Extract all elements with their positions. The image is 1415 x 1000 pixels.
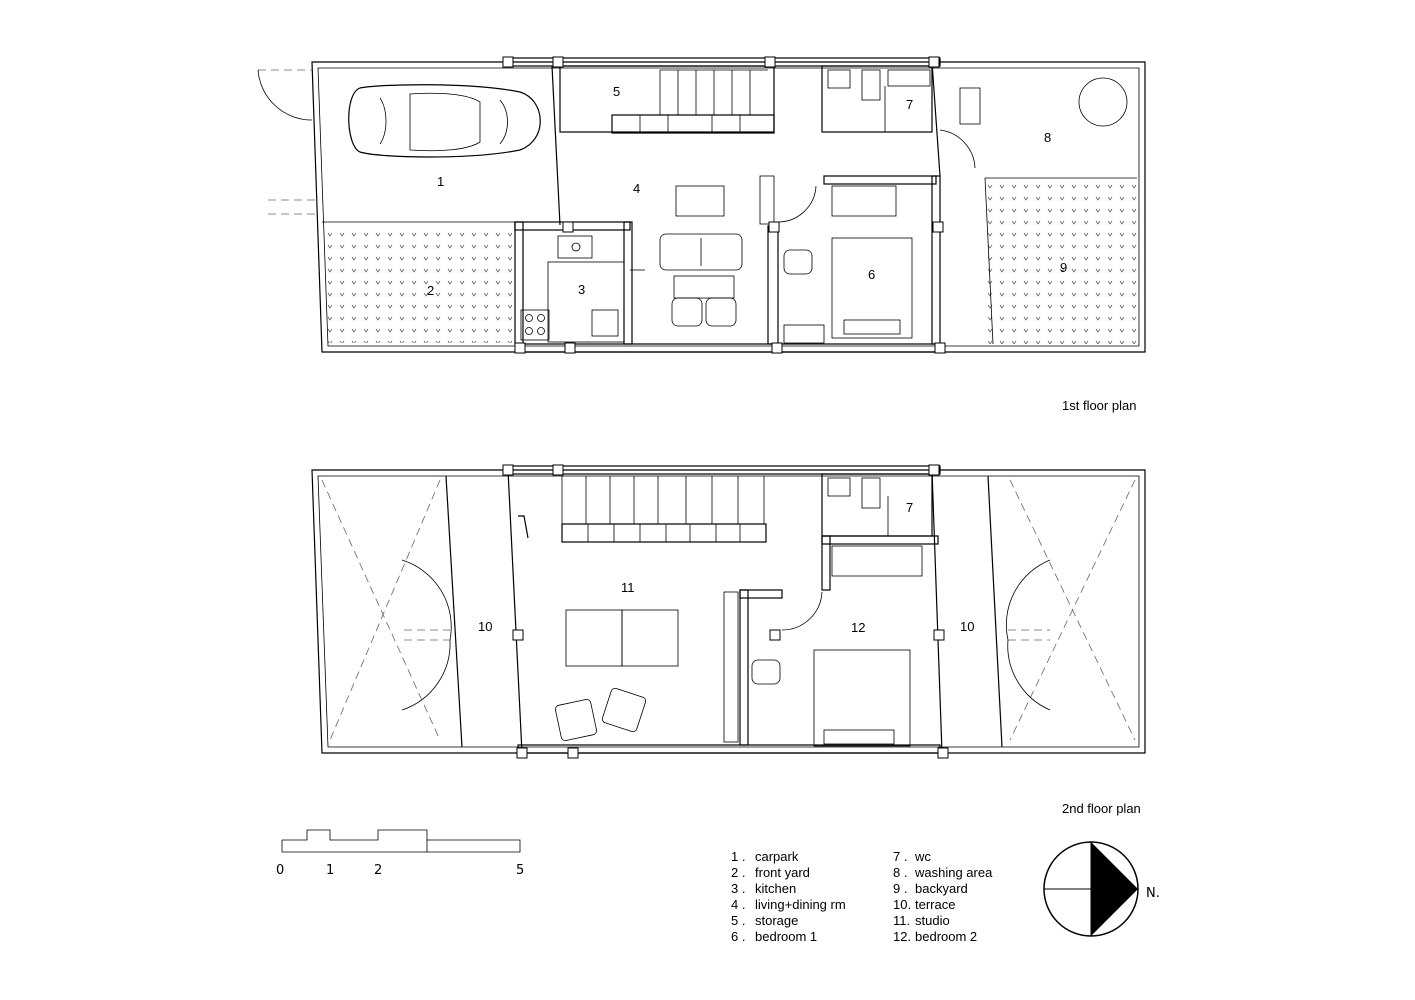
room-label-10-front: 10	[478, 619, 492, 634]
legend-num-10: 10.	[893, 897, 911, 912]
second-floor-caption: 2nd floor plan	[1062, 801, 1141, 816]
room-label-12: 12	[851, 620, 865, 635]
first-floor-caption: 1st floor plan	[1062, 398, 1136, 413]
scale-tick-0: 0	[276, 863, 284, 878]
first-floor-plan: 1 2 3 4 5 6 7 8 9 1st floor plan	[257, 56, 1146, 413]
room-label-3: 3	[578, 282, 585, 297]
legend-label-7: wc	[914, 849, 931, 864]
legend-num-6: 6 .	[731, 929, 745, 944]
room-label-9: 9	[1060, 260, 1067, 275]
room-label-2: 2	[427, 283, 434, 298]
legend-num-8: 8 .	[893, 865, 907, 880]
north-arrow-icon: N.	[1043, 841, 1160, 937]
legend-label-10: terrace	[915, 897, 955, 912]
columns-floor-2	[502, 464, 949, 759]
armchair-icon	[554, 687, 647, 742]
legend-num-5: 5 .	[731, 913, 745, 928]
legend-label-6: bedroom 1	[755, 929, 817, 944]
legend-num-2: 2 .	[731, 865, 745, 880]
legend-num-1: 1 .	[731, 849, 745, 864]
stair-treads-1	[659, 69, 768, 115]
room-label-4: 4	[633, 181, 640, 196]
columns-floor-1	[502, 56, 946, 354]
stair-treads-2	[561, 476, 765, 524]
room-label-7: 7	[906, 97, 913, 112]
legend-label-11: studio	[915, 913, 950, 928]
room-label-8: 8	[1044, 130, 1051, 145]
legend-label-9: backyard	[915, 881, 968, 896]
scale-bar: 0 1 2 5	[276, 829, 524, 878]
legend-num-7: 7 .	[893, 849, 907, 864]
legend-num-3: 3 .	[731, 881, 745, 896]
legend-label-12: bedroom 2	[915, 929, 977, 944]
legend: 1 . carpark 2 . front yard 3 . kitchen 4…	[731, 849, 993, 944]
north-label: N.	[1146, 886, 1160, 901]
legend-label-8: washing area	[914, 865, 993, 880]
legend-label-2: front yard	[755, 865, 810, 880]
room-label-1: 1	[437, 174, 444, 189]
legend-num-11: 11.	[893, 913, 910, 928]
scale-tick-1: 1	[326, 863, 334, 878]
legend-num-4: 4 .	[731, 897, 745, 912]
scale-tick-5: 5	[516, 863, 524, 878]
legend-label-4: living+dining rm	[755, 897, 846, 912]
car-icon	[348, 84, 541, 158]
room-label-6: 6	[868, 267, 875, 282]
washing-basin-icon	[1078, 77, 1128, 127]
room-label-5: 5	[613, 84, 620, 99]
backyard-hatch	[985, 178, 1137, 344]
room-label-10-back: 10	[960, 619, 974, 634]
legend-label-3: kitchen	[755, 881, 796, 896]
legend-num-9: 9 .	[893, 881, 907, 896]
legend-label-5: storage	[755, 913, 798, 928]
second-floor-plan: 7 10 11 12 10 2nd floor plan	[311, 464, 1146, 816]
room-label-7-upper: 7	[906, 500, 913, 515]
front-yard-hatch	[326, 225, 512, 343]
legend-num-12: 12.	[893, 929, 911, 944]
legend-label-1: carpark	[755, 849, 799, 864]
scale-tick-2: 2	[374, 863, 382, 878]
room-label-11: 11	[621, 580, 635, 595]
